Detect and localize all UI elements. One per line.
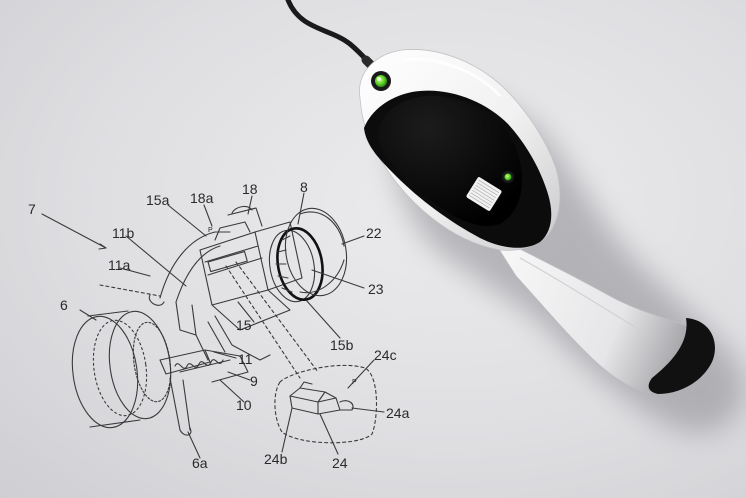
label-15b: 15b (330, 337, 354, 353)
label-6: 6 (60, 297, 68, 313)
projection-lines (99, 261, 319, 379)
label-p: P (352, 379, 357, 386)
label-7: 7 (28, 201, 36, 217)
device-highlight (403, 57, 502, 98)
label-15a: 15a (146, 192, 170, 208)
label-18: 18 (242, 181, 258, 197)
reference-numerals: 7 11b 11a 6 15a 18a 18 8 22 23 15b 15 11… (28, 179, 410, 471)
label-18a: 18a (190, 190, 214, 206)
label-24a: 24a (386, 405, 410, 421)
device-end-cap (648, 318, 715, 394)
label-9: 9 (250, 373, 258, 389)
label-8: 8 (300, 179, 308, 195)
power-button-ring (375, 75, 387, 87)
label-24c: 24c (374, 347, 397, 363)
device-cable (285, 0, 377, 71)
part-24 (289, 381, 354, 415)
arm-11 (148, 231, 271, 361)
detail-box (274, 364, 378, 444)
label-24b: 24b (264, 451, 288, 467)
axle-assembly (159, 349, 249, 436)
label-24: 24 (332, 455, 348, 471)
label-23: 23 (368, 281, 384, 297)
label-22: 22 (366, 225, 382, 241)
grip-ridges-icon (466, 177, 502, 211)
label-11b: 11b (112, 225, 135, 241)
label-10: 10 (236, 397, 252, 413)
label-6a: 6a (192, 455, 208, 471)
label-p-2: P (208, 227, 213, 234)
label-15: 15 (236, 317, 252, 333)
power-button-highlight (377, 77, 381, 81)
grip-seam (519, 257, 641, 331)
leader-lines (41, 192, 385, 459)
label-11a: 11a (108, 257, 131, 273)
status-led-glow (504, 173, 512, 181)
wheel-6 (71, 310, 172, 429)
label-11: 11 (238, 351, 253, 367)
disc-22 (284, 207, 348, 297)
